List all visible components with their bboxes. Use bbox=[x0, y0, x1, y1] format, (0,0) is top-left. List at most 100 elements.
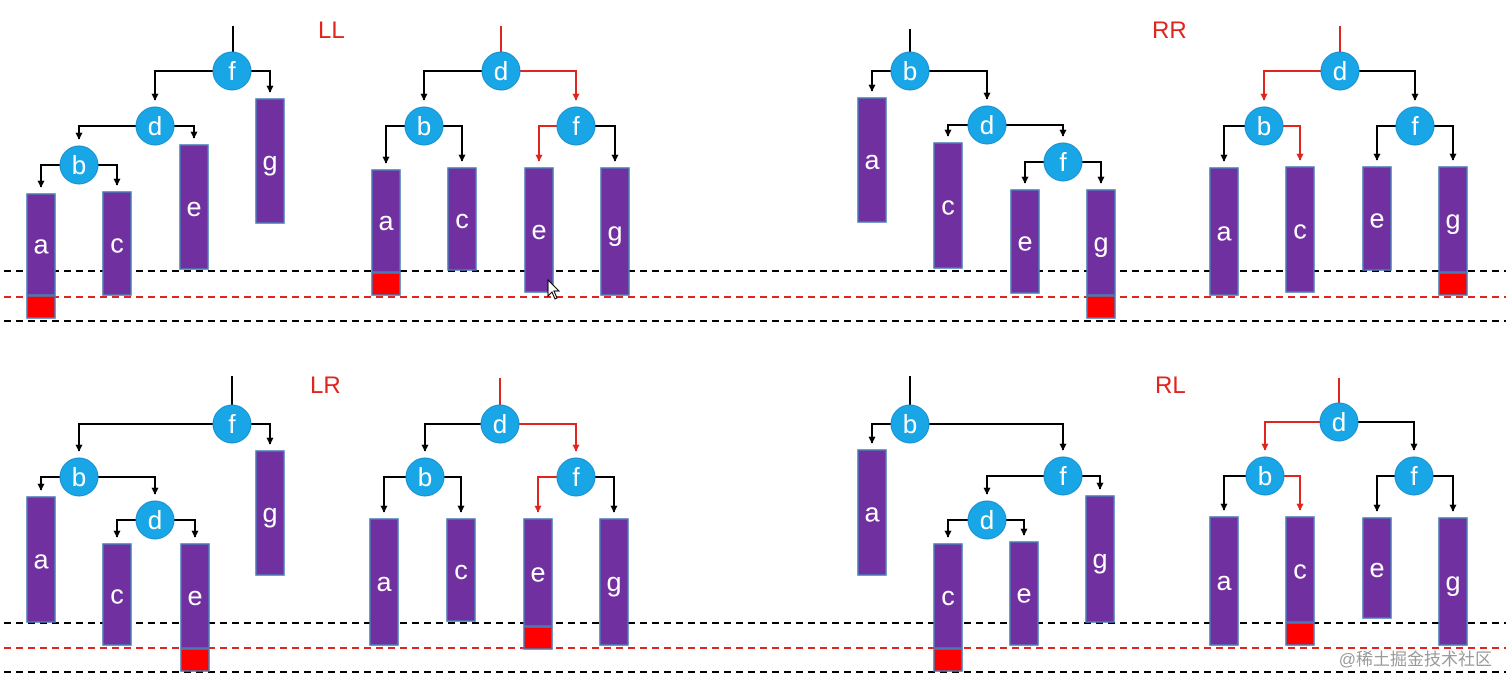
tree-edge-arrow bbox=[868, 423, 891, 444]
subtree-a-ll-before: a bbox=[26, 193, 56, 319]
subtree-bar bbox=[1010, 189, 1040, 294]
tree-edge-arrow bbox=[420, 70, 482, 101]
subtree-e-lr-before: e bbox=[180, 543, 210, 672]
subtree-c-rl-after: c bbox=[1285, 516, 1315, 646]
node-b-lr-after: b bbox=[405, 457, 445, 497]
subtree-e-ll-after: e bbox=[524, 167, 554, 293]
subtree-a-rr-after: a bbox=[1209, 167, 1239, 296]
overflow-block bbox=[1285, 622, 1315, 646]
overflow-block bbox=[1438, 272, 1468, 296]
subtree-bar bbox=[1085, 495, 1115, 623]
watermark: @稀土掘金技术社区 bbox=[1339, 650, 1492, 669]
tree-node-label: d bbox=[148, 505, 162, 535]
subtree-label: e bbox=[1017, 227, 1032, 257]
subtree-label: g bbox=[262, 498, 277, 528]
tree-edge-arrow bbox=[380, 476, 406, 513]
tree-edge-arrow bbox=[1220, 125, 1245, 162]
subtree-bar bbox=[1438, 517, 1468, 646]
subtree-c-ll-before: c bbox=[102, 191, 132, 296]
tree-edge-arrow bbox=[1283, 125, 1304, 161]
subtree-bar bbox=[1285, 166, 1315, 293]
subtree-label: c bbox=[110, 229, 124, 259]
tree-node-label: f bbox=[228, 409, 236, 439]
tree-node-label: b bbox=[1258, 461, 1272, 491]
subtree-bar bbox=[933, 142, 963, 269]
subtree-g-rl-before: g bbox=[1085, 495, 1115, 623]
tree-node-label: b bbox=[417, 111, 431, 141]
tree-node-circle bbox=[890, 51, 930, 91]
node-d-ll-after: d bbox=[481, 51, 521, 91]
subtree-bar bbox=[857, 449, 887, 576]
subtree-label: g bbox=[1445, 205, 1460, 235]
tree-edge-arrow bbox=[868, 70, 891, 92]
subtree-c-lr-after: c bbox=[446, 518, 476, 622]
node-f-ll-after: f bbox=[556, 106, 596, 146]
tree-edge-arrow bbox=[1006, 519, 1028, 536]
subtree-bar bbox=[1209, 516, 1239, 646]
subtree-label: a bbox=[376, 567, 392, 597]
node-d-rl-before: d bbox=[967, 500, 1007, 540]
tree-edge-arrow bbox=[382, 125, 405, 164]
overflow-block bbox=[1086, 295, 1116, 319]
subtree-bar bbox=[371, 169, 401, 273]
node-f-lr-before: f bbox=[212, 404, 252, 444]
tree-node-circle bbox=[135, 500, 175, 540]
subtree-a-rr-before: a bbox=[857, 97, 887, 223]
tree-edge-arrow bbox=[595, 476, 618, 513]
tree-node-circle bbox=[556, 457, 596, 497]
mouse-cursor-icon bbox=[547, 278, 561, 300]
tree-node-circle bbox=[967, 500, 1007, 540]
tree-edge-arrow bbox=[251, 70, 274, 93]
subtree-bar bbox=[1086, 189, 1116, 296]
subtree-bar bbox=[599, 518, 629, 646]
height-guide-lines bbox=[4, 270, 1506, 673]
case-title-lr: LR bbox=[310, 372, 341, 399]
subtree-bar bbox=[26, 193, 56, 296]
subtree-bar bbox=[446, 518, 476, 622]
overflow-block bbox=[371, 272, 401, 296]
subtree-label: a bbox=[378, 206, 394, 236]
tree-edge-arrow bbox=[98, 476, 159, 495]
tree-node-label: f bbox=[1411, 111, 1419, 141]
subtree-e-lr-after: e bbox=[523, 518, 553, 650]
subtree-label: g bbox=[1445, 567, 1460, 597]
tree-node-label: f bbox=[1410, 461, 1418, 491]
tree-edge-arrow bbox=[174, 519, 199, 538]
subtree-g-lr-after: g bbox=[599, 518, 629, 646]
case-title-ll: LL bbox=[318, 17, 345, 44]
node-b-lr-before: b bbox=[59, 457, 99, 497]
subtree-a-rl-after: a bbox=[1209, 516, 1239, 646]
tree-edge-arrow bbox=[520, 70, 580, 101]
tree-edge-arrow bbox=[535, 125, 557, 162]
tree-edge-arrow bbox=[1021, 161, 1044, 184]
tree-edge-arrow bbox=[1358, 421, 1418, 451]
tree-edge-arrow bbox=[595, 125, 619, 162]
subtree-bar bbox=[1209, 167, 1239, 296]
subtree-c-rl-before: c bbox=[933, 543, 963, 672]
tree-node-circle bbox=[59, 145, 99, 185]
subtree-bar bbox=[255, 450, 285, 576]
tree-edge-arrow bbox=[944, 124, 968, 137]
node-f-ll-before: f bbox=[212, 51, 252, 91]
subtree-bar bbox=[1438, 166, 1468, 273]
node-f-rl-before: f bbox=[1043, 456, 1083, 496]
tree-edge-arrow bbox=[98, 164, 121, 186]
tree-node-circle bbox=[1320, 51, 1360, 91]
node-d-lr-before: d bbox=[135, 500, 175, 540]
subtree-g-rr-after: g bbox=[1438, 166, 1468, 296]
subtree-label: a bbox=[1216, 217, 1232, 247]
tree-node-label: f bbox=[1059, 461, 1067, 491]
node-b-ll-before: b bbox=[59, 145, 99, 185]
subtree-label: c bbox=[455, 204, 469, 234]
subtree-label: e bbox=[531, 215, 546, 245]
tree-edge-arrow bbox=[534, 476, 557, 513]
subtree-label: a bbox=[864, 145, 880, 175]
tree-node-label: d bbox=[1333, 56, 1347, 86]
tree-node-circle bbox=[1394, 456, 1434, 496]
tree-edge-arrow bbox=[1261, 421, 1320, 451]
subtree-bar bbox=[1362, 166, 1392, 271]
tree-node-label: d bbox=[494, 56, 508, 86]
tree-edges bbox=[37, 26, 1457, 538]
tree-edge-arrow bbox=[944, 519, 968, 538]
tree-edge-arrow bbox=[443, 125, 466, 162]
